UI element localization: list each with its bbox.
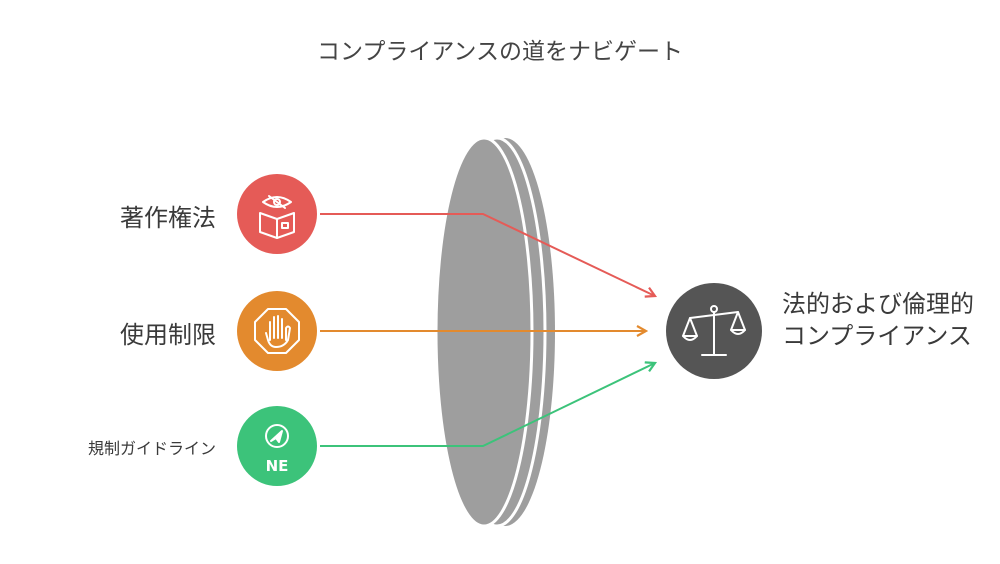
result-node bbox=[666, 283, 762, 379]
compass-text: NE bbox=[266, 457, 289, 475]
result-label: 法的および倫理的コンプライアンス bbox=[782, 290, 974, 350]
regulation-node: NE bbox=[237, 406, 317, 486]
usage-node bbox=[237, 291, 317, 371]
input-label-regulation: 規制ガイドライン bbox=[87, 439, 216, 458]
copyright-node bbox=[237, 174, 317, 254]
stop-hand-icon bbox=[254, 308, 300, 354]
scales-icon bbox=[682, 305, 746, 356]
compass-icon bbox=[265, 424, 289, 448]
page-title: コンプライアンスの道をナビゲート bbox=[317, 39, 683, 65]
connector-copyright bbox=[320, 213, 655, 296]
input-label-copyright: 著作権法 bbox=[120, 204, 216, 232]
connector-regulation bbox=[320, 363, 655, 447]
input-label-usage: 使用制限 bbox=[120, 321, 216, 349]
book-eye-icon bbox=[259, 195, 295, 239]
